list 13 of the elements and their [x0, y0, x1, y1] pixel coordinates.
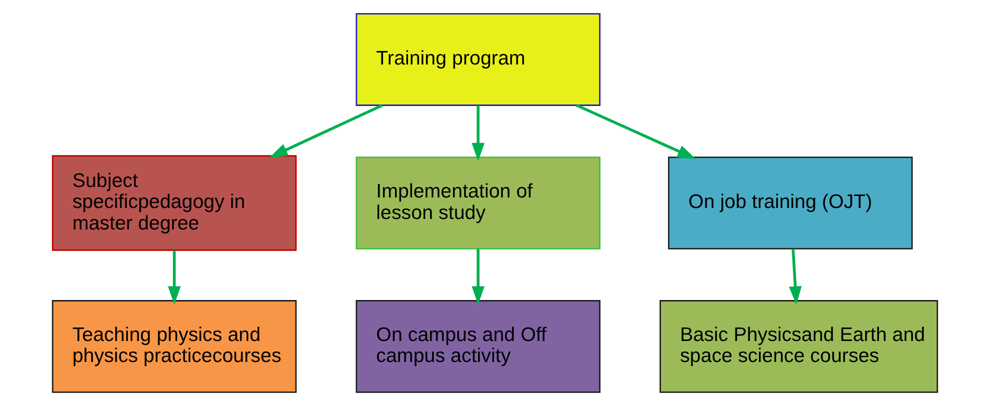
arrow — [788, 248, 802, 305]
node-box: Basic Physicsand Earth and space science courses — [660, 300, 938, 393]
node-box: Training program — [356, 13, 600, 106]
node-box: Teaching physics and physics practicecourses — [52, 300, 297, 393]
arrow — [472, 105, 485, 162]
arrow — [168, 250, 181, 305]
node-box: Subject specificpedagogy in master degree — [52, 155, 297, 251]
node-box: Implementation of lesson study — [356, 156, 600, 250]
arrow — [269, 104, 383, 158]
arrow — [472, 248, 485, 305]
arrow — [576, 104, 696, 159]
node-box: On job training (OJT) — [668, 156, 913, 250]
node-box: On campus and Off campus activity — [356, 300, 600, 393]
